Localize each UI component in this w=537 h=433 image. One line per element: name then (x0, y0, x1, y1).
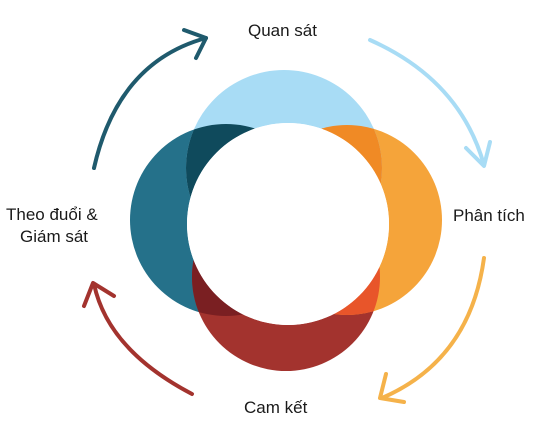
arrow-right-to-bottom (380, 256, 486, 400)
stage-label-analyze: Phân tích (453, 206, 525, 225)
arrow-top-to-right-head (464, 140, 492, 168)
arrow-top-to-right (368, 38, 486, 167)
stage-label-pursue-line1: Theo đuổi & (6, 205, 98, 224)
arrow-left-to-top-head (182, 28, 208, 60)
center-hole (187, 123, 389, 325)
arrow-bottom-to-left (92, 282, 194, 396)
arrow-bottom-to-left-head (82, 281, 116, 308)
arrow-left-to-top (92, 36, 208, 170)
stage-label-pursue-line2: Giám sát (20, 227, 89, 246)
arrow-right-to-bottom-head (378, 372, 406, 404)
stage-label-commit: Cam kết (244, 398, 308, 417)
stage-label-observe: Quan sát (248, 21, 317, 40)
stage-label-pursue-monitor: Theo đuổi & Giám sát (6, 204, 98, 248)
